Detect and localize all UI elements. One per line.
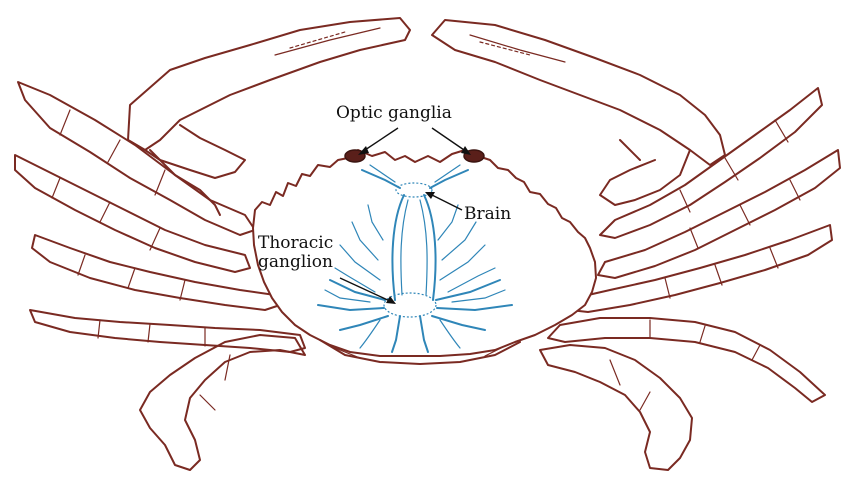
brain-label: Brain [464,205,511,224]
thoracic-ganglion-label-line1: Thoracic [258,234,333,253]
thoracic-ganglion-label-line2: ganglion [258,253,333,272]
optic-ganglia-label: Optic ganglia [336,104,452,123]
right-legs [548,88,840,402]
left-paddle-leg [140,335,305,470]
right-paddle-leg [540,345,692,470]
